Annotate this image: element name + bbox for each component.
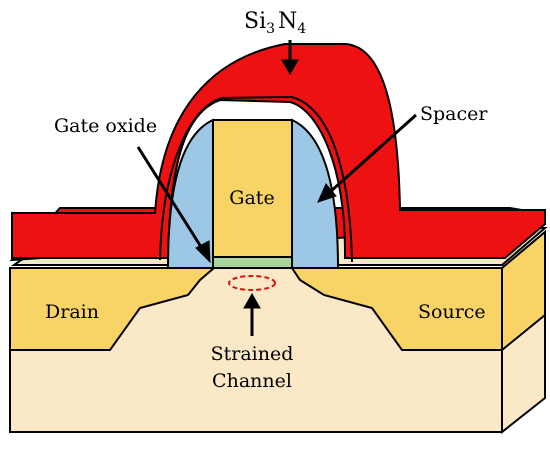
gate-oxide-arrow-line	[136, 146, 205, 251]
spacer-right	[291, 118, 340, 269]
nitride-inner-outline	[159, 95, 353, 263]
source-label: Source	[418, 301, 486, 323]
si3n4-base: Si	[244, 9, 266, 34]
source-drain-regions	[9, 229, 546, 353]
gate-oxide-label: Gate oxide	[54, 115, 157, 137]
gate-oxide-layer	[212, 256, 293, 269]
si3n4-subscript-3: 3	[266, 21, 275, 37]
si3n4-subscript-4: 4	[297, 21, 306, 37]
strained-channel-label-line1: Strained	[211, 343, 294, 365]
strain-arrow-head	[243, 292, 261, 309]
gate-label: Gate	[229, 187, 274, 209]
si3n4-n: N	[278, 9, 297, 34]
strained-channel-label-line2: Channel	[212, 370, 292, 392]
source-side-face	[501, 229, 546, 353]
gate-electrode	[212, 119, 293, 258]
si3n4-arrow-head	[281, 59, 299, 76]
spacer-label: Spacer	[420, 103, 488, 125]
spacer-arrow-line	[328, 113, 418, 194]
drain-label: Drain	[45, 301, 99, 323]
drain-region	[9, 267, 217, 351]
arrows	[136, 40, 418, 336]
strained-channel-marker	[228, 275, 276, 291]
gate-oxide-arrow-head	[195, 240, 211, 264]
spacer-arrow-head	[317, 183, 337, 203]
